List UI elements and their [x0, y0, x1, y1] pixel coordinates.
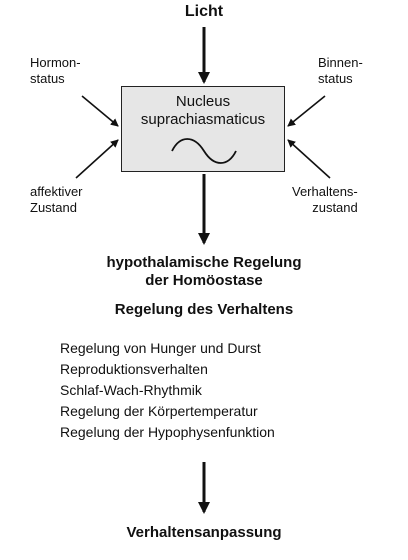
function-list: Regelung von Hunger und Durst Reprodukti…: [60, 338, 275, 443]
list-item: Regelung der Hypophysenfunktion: [60, 424, 275, 440]
list-item: Regelung der Körpertemperatur: [60, 403, 258, 419]
input-label-affektiver-zustand: affektiver Zustand: [30, 184, 83, 215]
input-label-hormonstatus: Hormon- status: [30, 55, 81, 86]
bottom-label-verhaltensanpassung: Verhaltensanpassung: [126, 524, 282, 541]
nucleus-label: Nucleus suprachiasmaticus: [140, 93, 266, 128]
list-item: Schlaf-Wach-Rhythmik: [60, 382, 202, 398]
regulation-title: hypothalamische Regelung der Homöostase: [106, 254, 302, 289]
regulation-subtitle: Regelung des Verhaltens: [114, 301, 294, 318]
input-label-verhaltenszustand: Verhaltens- zustand: [292, 184, 358, 215]
arrow-hormonstatus-to-nucleus: [81, 95, 119, 127]
input-label-binnenstatus: Binnen- status: [318, 55, 363, 86]
arrow-binnenstatus-to-nucleus: [287, 95, 326, 127]
top-label-licht: Licht: [184, 3, 224, 20]
sine-wave-icon: [171, 138, 237, 164]
list-item: Regelung von Hunger und Durst: [60, 340, 261, 356]
arrow-affektiver-zustand-to-nucleus: [75, 139, 119, 179]
arrow-verhaltenszustand-to-nucleus: [287, 139, 331, 179]
list-item: Reproduktionsverhalten: [60, 361, 208, 377]
nucleus-box: Nucleus suprachiasmaticus: [121, 86, 285, 172]
